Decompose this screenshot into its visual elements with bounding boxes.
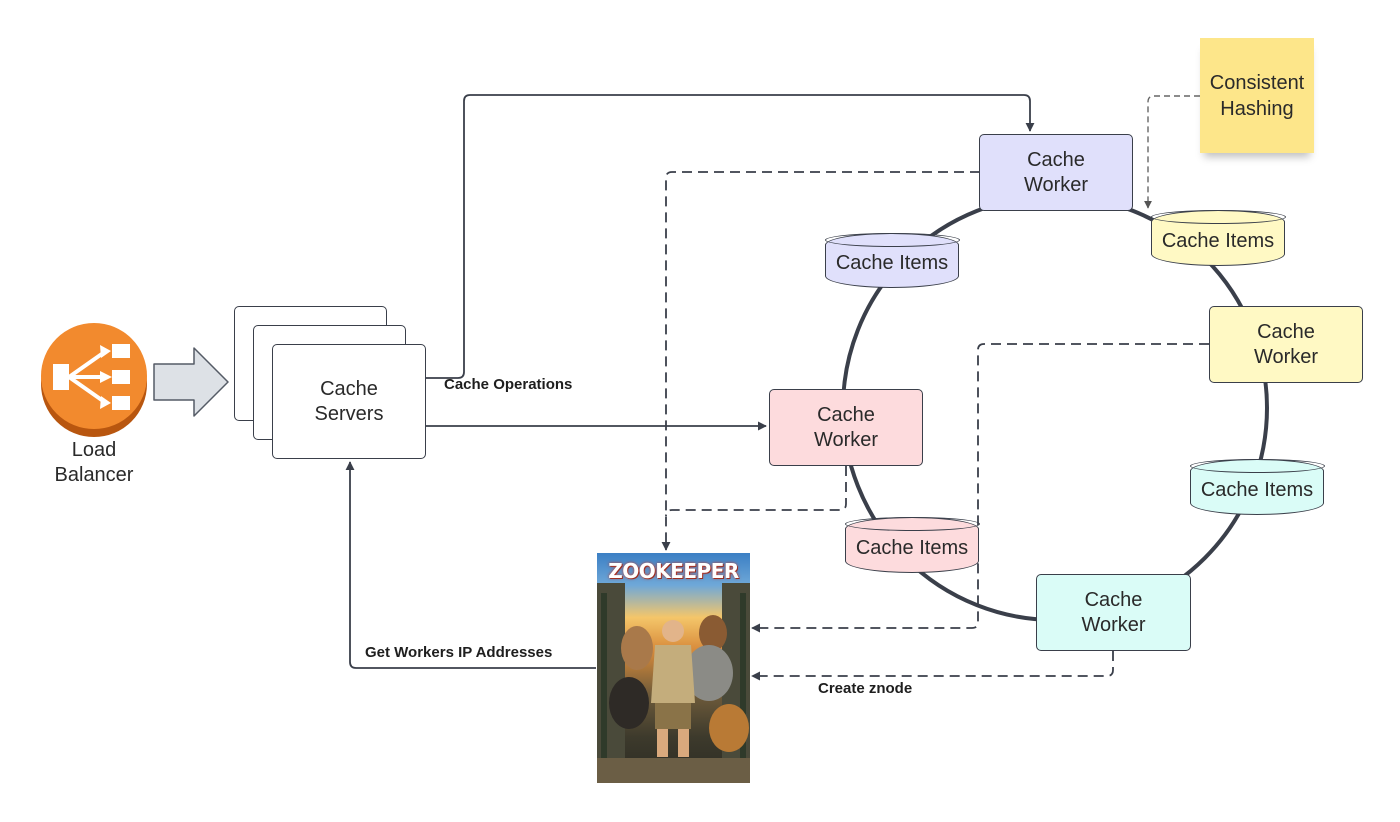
cache-operations-label: Cache Operations <box>444 376 573 393</box>
zookeeper-poster: ZOOKEEPER <box>597 553 750 783</box>
zookeeper-to-servers-line <box>345 461 596 669</box>
cache-worker-bottom[interactable]: Cache Worker <box>1036 574 1191 651</box>
cache-worker-right[interactable]: Cache Worker <box>1209 306 1363 383</box>
zookeeper-scene-image <box>597 583 750 783</box>
right-worker-to-zookeeper-dashed <box>751 343 1209 633</box>
cache-items-bottom-left: Cache Items <box>844 516 980 573</box>
cache-worker-middle[interactable]: Cache Worker <box>769 389 923 466</box>
zookeeper-title: ZOOKEEPER <box>608 559 739 583</box>
bottom-worker-to-zookeeper-dashed <box>751 651 1114 681</box>
load-balancer-to-servers-arrow <box>153 347 229 417</box>
cache-worker-top[interactable]: Cache Worker <box>979 134 1133 211</box>
get-workers-ip-label: Get Workers IP Addresses <box>365 644 553 661</box>
create-znode-label: Create znode <box>818 680 913 697</box>
cache-servers-box[interactable]: Cache Servers <box>272 344 426 459</box>
load-balancer-icon <box>41 323 147 437</box>
load-balancer-label: Load Balancer <box>54 439 134 486</box>
consistent-hashing-note: Consistent Hashing <box>1200 38 1314 153</box>
top-worker-to-zookeeper-dashed <box>661 171 980 551</box>
middle-worker-to-zookeeper-dashed <box>665 466 847 517</box>
cache-items-top-left: Cache Items <box>824 232 960 288</box>
servers-to-top-worker-line <box>426 94 1035 379</box>
cache-items-top-right: Cache Items <box>1150 209 1286 266</box>
hashing-note-pointer <box>1144 95 1200 209</box>
cache-items-right: Cache Items <box>1189 458 1325 515</box>
